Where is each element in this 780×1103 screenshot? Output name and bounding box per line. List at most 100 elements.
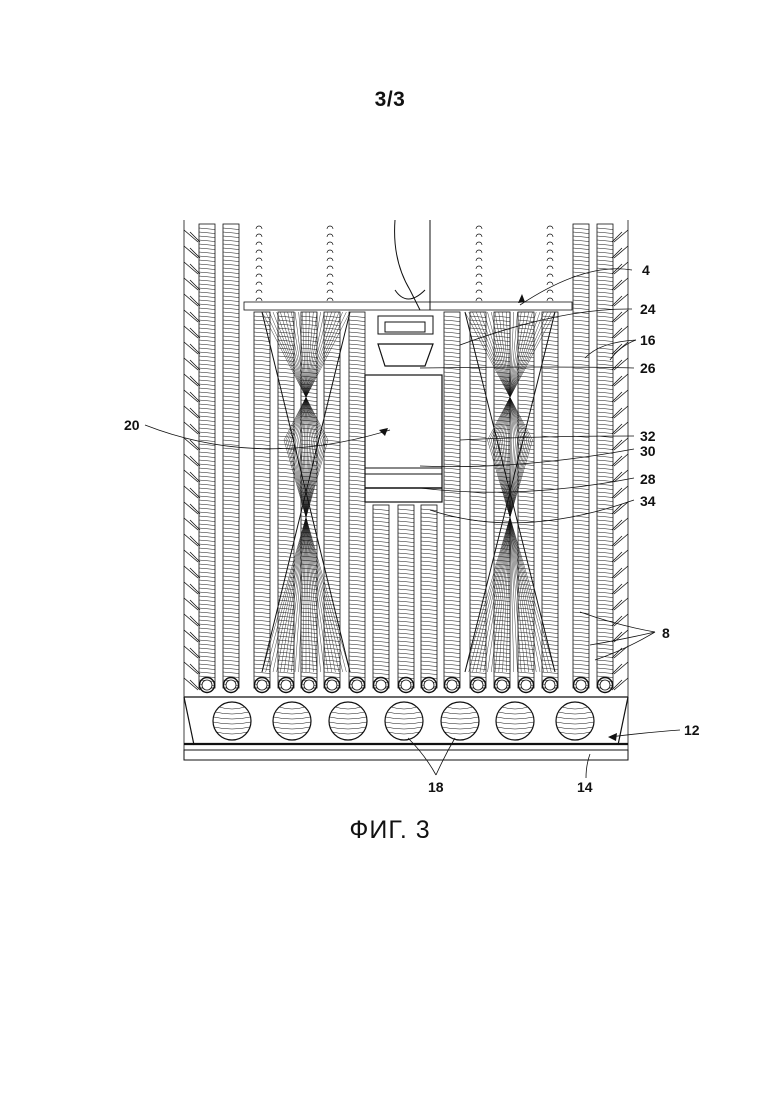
coil-winding	[444, 584, 460, 586]
coil-winding	[573, 260, 589, 262]
coil-winding	[398, 593, 414, 595]
coil-winding	[199, 600, 215, 602]
coil-winding	[494, 644, 510, 646]
coil-winding	[373, 533, 389, 535]
coil-winding	[278, 632, 294, 634]
coil-winding	[444, 568, 460, 570]
coil-winding	[278, 416, 294, 418]
coil-winding	[254, 364, 270, 366]
coil-winding	[199, 624, 215, 626]
coil-winding	[254, 608, 270, 610]
coil-winding	[254, 428, 270, 430]
coil-winding	[398, 653, 414, 655]
coil-winding	[278, 556, 294, 558]
coil-winding	[254, 548, 270, 550]
coil-winding	[199, 556, 215, 558]
side-fin-left	[184, 326, 200, 338]
coil-winding	[199, 340, 215, 342]
coil-winding	[349, 596, 365, 598]
coil-winding	[518, 440, 534, 442]
coil-winding	[349, 548, 365, 550]
coil-winding	[373, 517, 389, 519]
coil-winding	[542, 456, 558, 458]
coil-winding	[421, 517, 437, 519]
coil-winding	[542, 400, 558, 402]
coil-winding	[573, 652, 589, 654]
coil-winding	[199, 452, 215, 454]
coil-winding	[542, 536, 558, 538]
side-fin-left	[184, 534, 200, 546]
coil-winding	[573, 248, 589, 250]
coil-winding	[518, 540, 534, 542]
coil-winding	[199, 352, 215, 354]
coil-winding	[373, 545, 389, 547]
coil-winding	[518, 488, 534, 490]
coil-winding	[373, 593, 389, 595]
coil-winding	[398, 553, 414, 555]
coil-winding	[278, 392, 294, 394]
coil-winding	[398, 541, 414, 543]
upper-coil-turn	[476, 282, 482, 285]
coil-winding	[597, 504, 613, 506]
coil-winding	[573, 396, 589, 398]
coil-winding	[542, 504, 558, 506]
coil-winding	[223, 260, 239, 262]
coil-winding	[470, 320, 486, 322]
coil-winding	[421, 649, 437, 651]
coil-winding	[444, 484, 460, 486]
coil-winding	[542, 572, 558, 574]
coil-winding	[373, 665, 389, 667]
coil-winding	[573, 440, 589, 442]
coil-winding	[324, 568, 340, 570]
coil-winding	[223, 580, 239, 582]
coil-winding	[573, 300, 589, 302]
upper-coil-turn	[256, 298, 262, 301]
coil-winding	[398, 625, 414, 627]
coil-winding	[199, 560, 215, 562]
coil-winding	[597, 576, 613, 578]
coil-winding	[542, 468, 558, 470]
coil-winding	[470, 452, 486, 454]
coil-winding	[518, 652, 534, 654]
coil-winding	[518, 568, 534, 570]
coil-winding	[199, 656, 215, 658]
side-fin-right	[612, 278, 628, 290]
coil-winding	[398, 545, 414, 547]
coil-winding	[597, 516, 613, 518]
side-fin-left	[184, 374, 200, 386]
coil-winding	[494, 400, 510, 402]
coil-winding	[349, 500, 365, 502]
coil-winding	[223, 252, 239, 254]
upper-coil-turn	[476, 226, 482, 229]
coil-winding	[518, 596, 534, 598]
coil-winding	[542, 424, 558, 426]
coil-winding	[470, 408, 486, 410]
coil-winding	[573, 444, 589, 446]
coil-winding	[421, 553, 437, 555]
coil-winding	[597, 444, 613, 446]
coil-winding	[324, 580, 340, 582]
coil-winding	[301, 616, 317, 618]
coil-winding	[349, 552, 365, 554]
coil-winding	[349, 520, 365, 522]
coil-winding	[373, 641, 389, 643]
coil-winding	[573, 564, 589, 566]
side-fin-right	[612, 662, 628, 674]
coil-winding	[349, 656, 365, 658]
coil-winding	[421, 573, 437, 575]
coil-winding	[199, 472, 215, 474]
coil-winding	[278, 612, 294, 614]
coil-winding	[444, 320, 460, 322]
side-fin-left	[184, 614, 200, 626]
side-fin-left	[184, 518, 200, 530]
coil-winding	[444, 408, 460, 410]
coil-winding	[444, 464, 460, 466]
coil-winding	[199, 436, 215, 438]
coil-winding	[324, 428, 340, 430]
coil-winding	[223, 604, 239, 606]
coil-winding	[470, 576, 486, 578]
coil-winding	[223, 392, 239, 394]
coil-winding	[278, 492, 294, 494]
coil-winding	[199, 484, 215, 486]
coil-winding	[324, 352, 340, 354]
